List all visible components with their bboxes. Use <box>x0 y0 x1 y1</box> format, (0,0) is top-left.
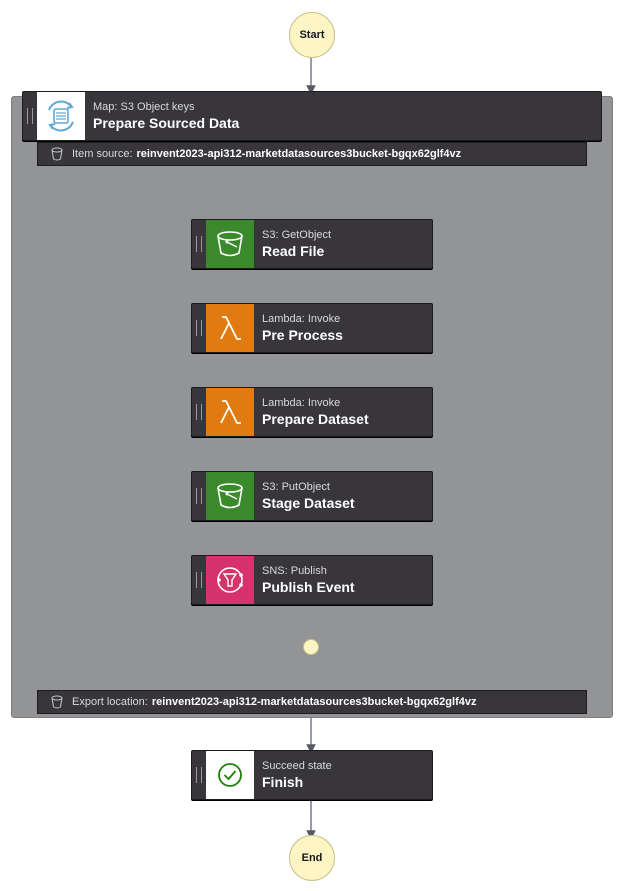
map-type-label: Map: S3 Object keys <box>93 101 195 113</box>
step-type-label: S3: GetObject <box>262 229 332 241</box>
map-iteration-region <box>11 96 613 718</box>
bucket-icon <box>51 695 63 709</box>
step-name: Publish Event <box>262 579 355 595</box>
step-name: Stage Dataset <box>262 495 355 511</box>
map-state-node[interactable]: Map: S3 Object keys Prepare Sourced Data <box>22 91 602 141</box>
start-label: Start <box>299 29 325 41</box>
end-node[interactable]: End <box>289 835 335 881</box>
export-location-label: Export location: <box>72 696 148 708</box>
step-type-label: Lambda: Invoke <box>262 313 341 325</box>
export-location-value: reinvent2023-api312-marketdatasources3bu… <box>151 696 477 708</box>
step-prepare-dataset[interactable]: Lambda: Invoke Prepare Dataset <box>191 387 433 437</box>
check-circle-icon <box>206 751 254 799</box>
end-label: End <box>301 852 323 864</box>
item-source-bar: Item source: reinvent2023-api312-marketd… <box>37 142 587 166</box>
drag-handle[interactable] <box>192 472 206 520</box>
drag-handle[interactable] <box>192 388 206 436</box>
step-type-label: SNS: Publish <box>262 565 327 577</box>
step-name: Read File <box>262 243 325 259</box>
lambda-icon <box>206 388 254 436</box>
start-node[interactable]: Start <box>289 12 335 58</box>
step-name: Pre Process <box>262 327 343 343</box>
item-source-label: Item source: <box>72 148 133 160</box>
step-pre-process[interactable]: Lambda: Invoke Pre Process <box>191 303 433 353</box>
s3-bucket-icon <box>206 472 254 520</box>
lambda-icon <box>206 304 254 352</box>
step-publish-event[interactable]: SNS: Publish Publish Event <box>191 555 433 605</box>
drag-handle[interactable] <box>192 751 206 799</box>
step-name: Prepare Dataset <box>262 411 369 427</box>
drag-handle[interactable] <box>23 92 37 140</box>
sns-icon <box>206 556 254 604</box>
drag-handle[interactable] <box>192 220 206 268</box>
bucket-icon <box>51 147 63 161</box>
item-source-value: reinvent2023-api312-marketdatasources3bu… <box>136 148 462 160</box>
map-icon <box>37 92 85 140</box>
step-type-label: Lambda: Invoke <box>262 397 341 409</box>
iteration-end-node <box>303 639 319 655</box>
succeed-state-node[interactable]: Succeed state Finish <box>191 750 433 800</box>
map-name: Prepare Sourced Data <box>93 115 240 131</box>
export-location-bar: Export location: reinvent2023-api312-mar… <box>37 690 587 714</box>
step-type-label: S3: PutObject <box>262 481 330 493</box>
drag-handle[interactable] <box>192 556 206 604</box>
s3-bucket-icon <box>206 220 254 268</box>
succeed-name: Finish <box>262 774 304 790</box>
step-read-file[interactable]: S3: GetObject Read File <box>191 219 433 269</box>
drag-handle[interactable] <box>192 304 206 352</box>
step-stage-dataset[interactable]: S3: PutObject Stage Dataset <box>191 471 433 521</box>
succeed-type-label: Succeed state <box>262 760 332 772</box>
